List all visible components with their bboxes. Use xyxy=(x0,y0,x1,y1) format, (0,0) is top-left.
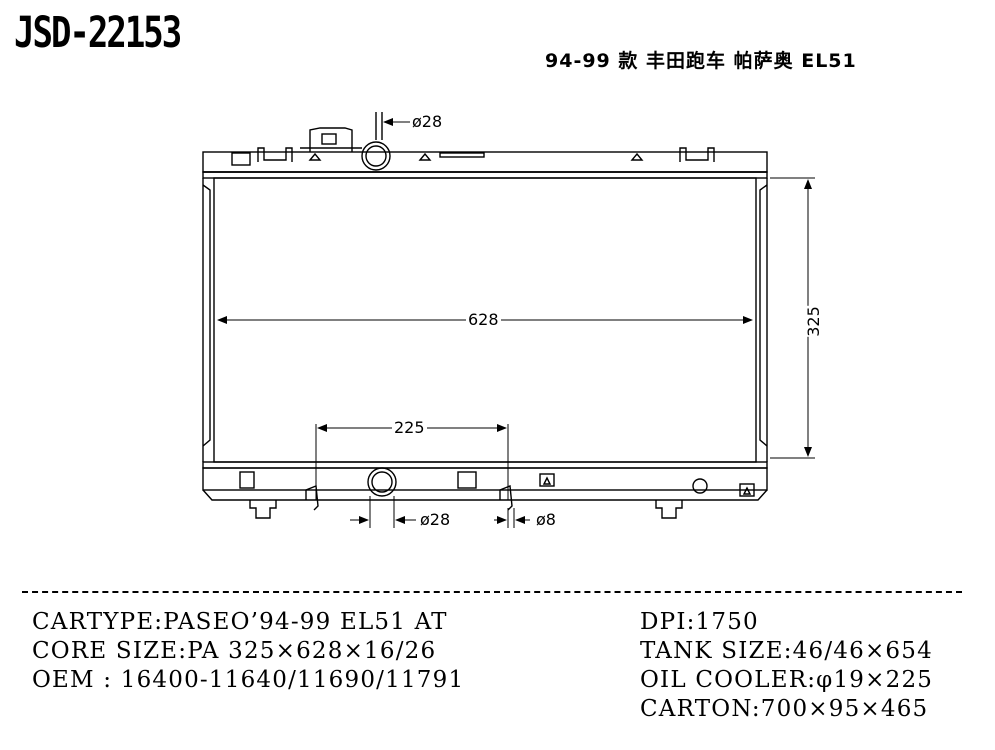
specs-right: DPI:1750 TANK SIZE:46/46×654 OIL COOLER:… xyxy=(640,608,933,724)
specs-left: CARTYPE:PASEO’94-99 EL51 AT CORE SIZE:PA… xyxy=(32,608,464,695)
outlet-pipe-bottom xyxy=(367,467,397,497)
inlet-pipe-top xyxy=(361,141,391,171)
filler-cap xyxy=(309,127,353,152)
oil-cooler-dimension-label: 225 xyxy=(392,418,427,437)
part-code: JSD-22153 xyxy=(14,8,182,58)
drain-diameter-label: ø8 xyxy=(536,510,556,529)
spec-oil-cooler: OIL COOLER:φ19×225 xyxy=(640,667,934,693)
top-tank xyxy=(202,151,768,173)
height-dimension-label: 325 xyxy=(803,306,823,337)
outlet-diameter-label: ø28 xyxy=(420,510,451,529)
drain-plug xyxy=(692,478,708,494)
radiator-drawing xyxy=(202,112,815,528)
model-title: 94-99 款 丰田跑车 帕萨奥 EL51 xyxy=(545,50,857,72)
inlet-diameter-label: ø28 xyxy=(412,112,443,131)
spec-core-size: CORE SIZE:PA 325×628×16/26 xyxy=(32,638,437,664)
spec-carton: CARTON:700×95×465 xyxy=(640,696,929,722)
bottom-tank xyxy=(202,467,768,491)
section-divider xyxy=(22,591,962,593)
spec-tank-size: TANK SIZE:46/46×654 xyxy=(640,638,933,664)
spec-oem: OEM : 16400-11640/11690/11791 xyxy=(32,667,465,693)
spec-cartype: CARTYPE:PASEO’94-99 EL51 AT xyxy=(32,609,448,635)
spec-dpi: DPI:1750 xyxy=(640,609,759,635)
width-dimension-label: 628 xyxy=(466,310,501,329)
